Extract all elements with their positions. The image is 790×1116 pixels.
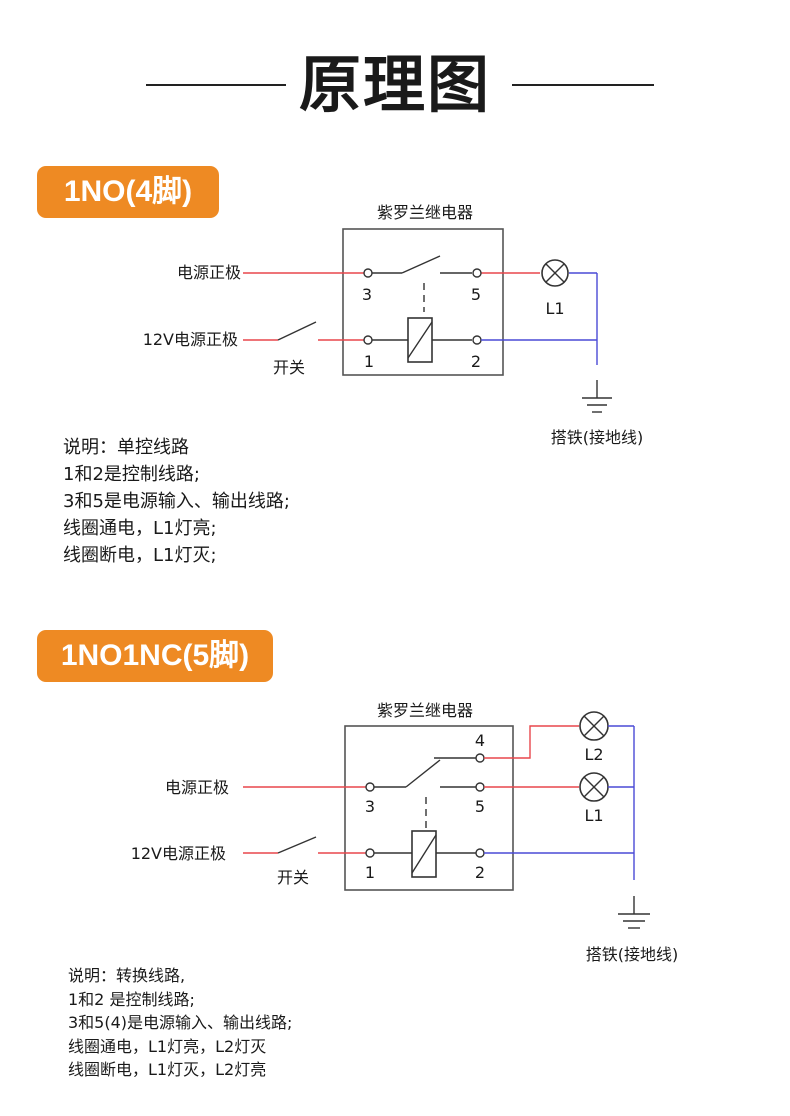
pin-1 (365, 848, 375, 858)
note-line: 3和5是电源输入、输出线路; (63, 491, 290, 512)
pin-2-label: 2 (475, 863, 485, 882)
relay-contact-arm (405, 759, 441, 788)
relay-contact-arm (401, 255, 441, 274)
switch-contact (277, 321, 317, 341)
pin-1 (363, 335, 373, 345)
note-line: 线圈断电，L1灯灭; (63, 545, 217, 566)
relay-coil (407, 317, 433, 363)
pin-3-label: 3 (365, 797, 375, 816)
power-label: 电源正极 (165, 778, 229, 797)
lamp-l1-label: L1 (584, 806, 603, 825)
pin-1-label: 1 (365, 863, 375, 882)
pin-3 (365, 782, 375, 792)
lamp-l1-label: L1 (545, 299, 564, 318)
note-line: 1和2是控制线路; (63, 464, 200, 485)
ground-label: 搭铁(接地线) (586, 945, 679, 964)
section1-notes: 说明：单控线路 1和2是控制线路; 3和5是电源输入、输出线路; 线圈通电，L1… (63, 434, 290, 569)
note-line: 3和5(4)是电源输入、输出线路; (68, 1013, 293, 1032)
note-line: 说明：单控线路 (63, 437, 189, 458)
page-title: 原理图 (298, 48, 491, 121)
pin-3-label: 3 (362, 285, 372, 304)
pin-5 (475, 782, 485, 792)
relay-label: 紫罗兰继电器 (377, 701, 473, 720)
pin-4 (475, 753, 485, 763)
note-line: 1和2 是控制线路; (68, 989, 195, 1009)
title-left-rule (146, 84, 286, 86)
switch-label: 开关 (277, 868, 309, 887)
ground-label: 搭铁(接地线) (551, 428, 644, 447)
lamp-l2-label: L2 (584, 745, 603, 764)
power-label: 电源正极 (177, 263, 241, 282)
note-line: 说明：转换线路, (68, 966, 186, 985)
pin-5-label: 5 (471, 285, 481, 304)
pin-2 (475, 848, 485, 858)
relay-box (342, 228, 504, 376)
pin-3 (363, 268, 373, 278)
section1-badge: 1NO(4脚) (37, 166, 219, 218)
pin-2-label: 2 (471, 352, 481, 371)
switch-contact (277, 836, 317, 854)
v12-label: 12V电源正极 (143, 330, 238, 349)
pin-5 (472, 268, 482, 278)
note-line: 线圈断电，L1灯灭，L2灯亮 (68, 1060, 267, 1079)
pin-5-label: 5 (475, 797, 485, 816)
section1-wiring-diagram: 紫罗兰继电器 开关 电源正极 12V电源正极 3 5 1 2 L1 搭铁(接地线… (143, 203, 644, 447)
relay-box (344, 725, 514, 891)
section2-wiring-diagram: 紫罗兰继电器 电源正极 12V电源正极 开关 4 3 5 1 2 L2 L1 搭… (131, 701, 679, 964)
section2-notes: 说明：转换线路, 1和2 是控制线路; 3和5(4)是电源输入、输出线路; 线圈… (68, 964, 292, 1082)
page-header: 原理图 (0, 40, 790, 130)
title-right-rule (512, 84, 654, 86)
pin-4-label: 4 (475, 731, 485, 750)
pin-1-label: 1 (364, 352, 374, 371)
v12-label: 12V电源正极 (131, 844, 226, 863)
note-line: 线圈通电，L1灯亮，L2灯灭 (68, 1036, 267, 1056)
pin-2 (472, 335, 482, 345)
switch-label: 开关 (273, 358, 305, 377)
note-line: 线圈通电，L1灯亮; (63, 518, 217, 539)
relay-label: 紫罗兰继电器 (377, 203, 473, 222)
section2-badge: 1NO1NC(5脚) (37, 630, 273, 682)
